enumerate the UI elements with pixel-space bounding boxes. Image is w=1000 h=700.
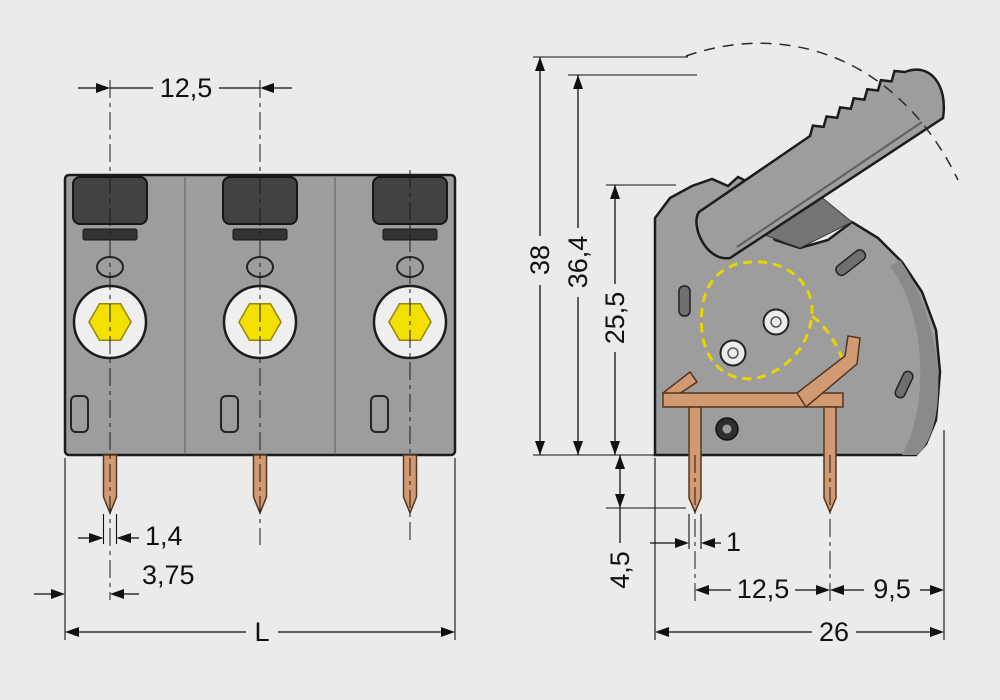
dim-label: 26: [819, 617, 849, 647]
dim-label: 12,5: [160, 73, 213, 103]
mounting-hole-center: [722, 424, 732, 434]
clamp-cross-section: [719, 339, 747, 367]
dim-label: 1,4: [145, 521, 183, 551]
solder-pin: [102, 454, 118, 515]
dim-label: 3,75: [142, 560, 195, 590]
clamp-cross-section-inner: [770, 316, 782, 328]
copper-busbar: [661, 335, 861, 514]
dim-front-pitch: 12,5: [78, 73, 292, 103]
dim-side-height-total: 38: [525, 56, 688, 456]
dim-front-edge-offset: 3,75: [34, 458, 195, 640]
clamp-cross-section-inner: [727, 347, 739, 359]
dim-label: L: [254, 617, 269, 647]
latch-slot: [220, 395, 239, 433]
dim-front-total-length: L: [65, 458, 456, 647]
dim-side-pin-pitch: 12,5: [695, 574, 830, 604]
solder-pin: [252, 454, 268, 515]
dim-side-total-depth: 26: [654, 458, 944, 647]
operating-lever: [695, 68, 946, 260]
dim-label: 38: [525, 245, 555, 275]
vent-slot: [835, 249, 867, 277]
dim-side-rear-depth: 9,5: [830, 430, 945, 640]
dim-label: 9,5: [873, 574, 911, 604]
dim-label: 12,5: [737, 574, 790, 604]
dim-side-pin-width: 1: [650, 514, 741, 557]
dim-label: 25,5: [600, 292, 630, 345]
housing-shading: [890, 260, 939, 455]
dim-label: 4,5: [605, 551, 635, 589]
dim-side-height-lever: 36,4: [563, 74, 697, 455]
dim-label: 1: [726, 527, 741, 557]
lever-swing-arc-dashed: [685, 42, 959, 181]
latch-slot: [370, 395, 389, 433]
vent-slot: [894, 370, 914, 399]
vent-slot: [678, 285, 691, 317]
dim-side-height-body: 25,5: [600, 184, 676, 455]
dim-label: 36,4: [563, 236, 593, 289]
clamp-cross-section: [762, 308, 790, 336]
side-view: 38 36,4 25,5 4,5: [525, 42, 959, 647]
dim-side-pin-length: 4,5: [605, 455, 686, 589]
latch-slot: [70, 395, 89, 433]
lever-edge-line: [736, 121, 923, 248]
dim-front-pin-width: 1,4: [78, 514, 183, 551]
front-view: 12,5 1,4 3,75 L: [34, 73, 457, 647]
